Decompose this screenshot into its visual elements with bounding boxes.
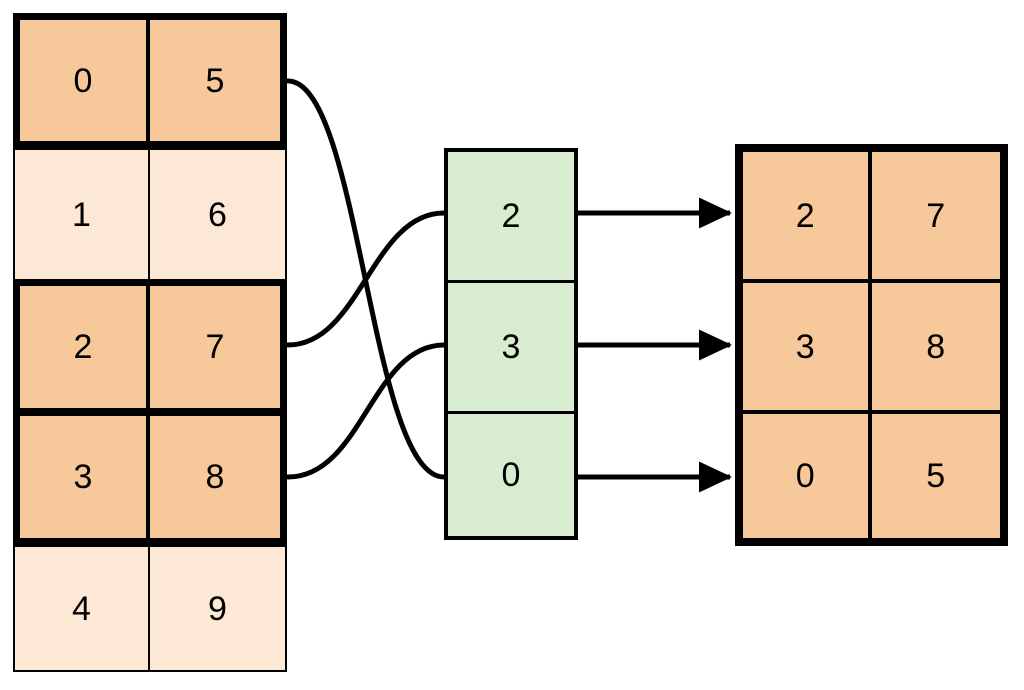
table-row[interactable]: 3 8 (13, 412, 287, 545)
table-cell: 4 (15, 547, 150, 670)
table-cell: 5 (150, 20, 280, 141)
table-cell: 7 (871, 152, 1000, 279)
table-row[interactable]: 0 5 (743, 414, 1000, 538)
table-cell: 2 (743, 152, 872, 279)
index-cell-value: 2 (501, 196, 521, 235)
index-cell[interactable]: 0 (448, 414, 574, 536)
table-cell: 9 (150, 547, 285, 670)
table-row[interactable]: 0 5 (13, 13, 287, 148)
index-cell-value: 3 (501, 327, 521, 366)
table-row[interactable]: 2 7 (13, 279, 287, 412)
table-cell: 0 (20, 20, 150, 141)
result-table: 2 7 3 8 0 5 (735, 144, 1008, 546)
table-cell: 5 (871, 414, 1000, 538)
source-table: 0 5 1 6 2 7 3 8 4 9 (13, 13, 287, 672)
table-row[interactable]: 4 9 (13, 545, 287, 672)
table-cell: 6 (150, 150, 285, 279)
table-cell: 2 (20, 286, 150, 408)
index-cell[interactable]: 3 (448, 283, 574, 414)
table-cell: 8 (150, 416, 280, 538)
table-cell: 0 (743, 414, 872, 538)
curve-source-row-2-to-index-2 (285, 210, 447, 348)
index-cell-value: 0 (501, 455, 521, 494)
table-row[interactable]: 2 7 (743, 152, 1000, 283)
table-cell: 1 (15, 150, 150, 279)
index-cell[interactable]: 2 (448, 152, 574, 283)
table-cell: 3 (20, 416, 150, 538)
table-cell: 3 (743, 283, 872, 410)
index-column: 2 3 0 (444, 148, 578, 540)
curve-source-row-3-to-index-3 (285, 342, 447, 480)
table-cell: 7 (150, 286, 280, 408)
curve-source-row-0-to-index-0 (285, 78, 447, 480)
table-row[interactable]: 1 6 (13, 148, 287, 279)
table-cell: 8 (871, 283, 1000, 410)
table-row[interactable]: 3 8 (743, 283, 1000, 414)
